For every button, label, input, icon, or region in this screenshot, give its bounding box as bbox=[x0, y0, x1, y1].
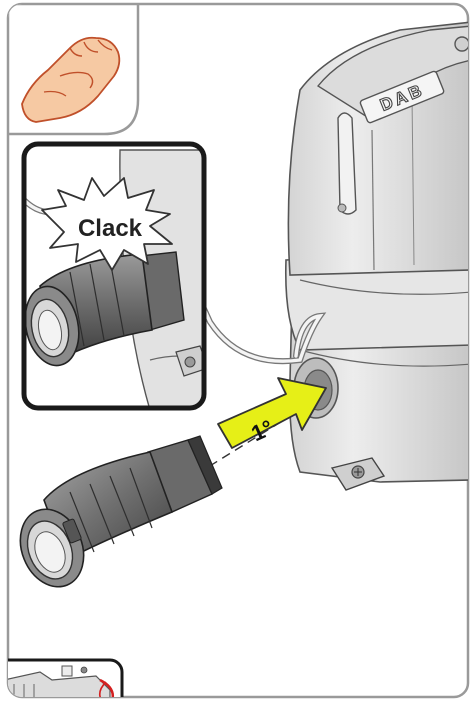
clack-text: Clack bbox=[78, 215, 143, 242]
next-step-thumbnail bbox=[0, 660, 122, 701]
hand-icon-panel bbox=[8, 4, 138, 134]
inset-detail: Clack bbox=[18, 144, 210, 410]
